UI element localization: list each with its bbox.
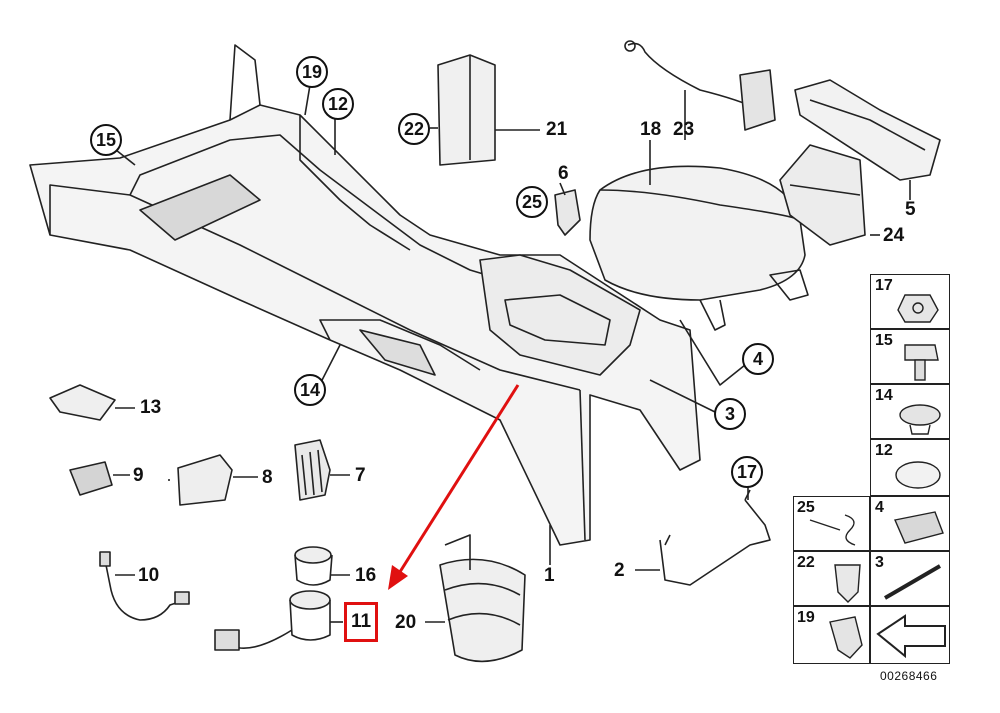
part-circle-22: 22: [398, 113, 430, 145]
part-circle-19: 19: [296, 56, 328, 88]
part-label-21: 21: [546, 119, 568, 140]
part-label-16: 16: [355, 565, 377, 586]
part-label-24: 24: [883, 225, 905, 246]
part-label-7: 7: [355, 465, 366, 486]
part-label-13: 13: [140, 397, 162, 418]
highlighted-part-11[interactable]: 11: [344, 602, 378, 642]
part-label-8: 8: [262, 467, 273, 488]
legend-num-15: 15: [875, 332, 893, 349]
part-label-6: 6: [558, 163, 569, 184]
legend-num-25: 25: [797, 499, 815, 516]
legend-num-3: 3: [875, 554, 884, 571]
part-circle-3: 3: [714, 398, 746, 430]
legend-num-12: 12: [875, 442, 893, 459]
part-label-9: 9: [133, 465, 144, 486]
part-circle-25: 25: [516, 186, 548, 218]
part-label-5: 5: [905, 199, 916, 220]
part-label-23: 23: [673, 119, 695, 140]
part-circle-17: 17: [731, 456, 763, 488]
part-label-1: 1: [544, 565, 555, 586]
part-circle-4: 4: [742, 343, 774, 375]
part-label-18: 18: [640, 119, 662, 140]
diagram-code: 00268466: [880, 669, 938, 683]
part-circle-14: 14: [294, 374, 326, 406]
legend-num-19: 19: [797, 609, 815, 626]
legend-num-14: 14: [875, 387, 893, 404]
legend-num-22: 22: [797, 554, 815, 571]
highlight-arrow: [388, 384, 520, 590]
part-circle-15: 15: [90, 124, 122, 156]
part-circle-12: 12: [322, 88, 354, 120]
legend-num-4: 4: [875, 499, 884, 516]
part-label-20: 20: [395, 612, 417, 633]
part-label-10: 10: [138, 565, 160, 586]
part-label-2: 2: [614, 560, 625, 581]
legend-cell-arrow: [870, 606, 950, 664]
legend-num-17: 17: [875, 277, 893, 294]
